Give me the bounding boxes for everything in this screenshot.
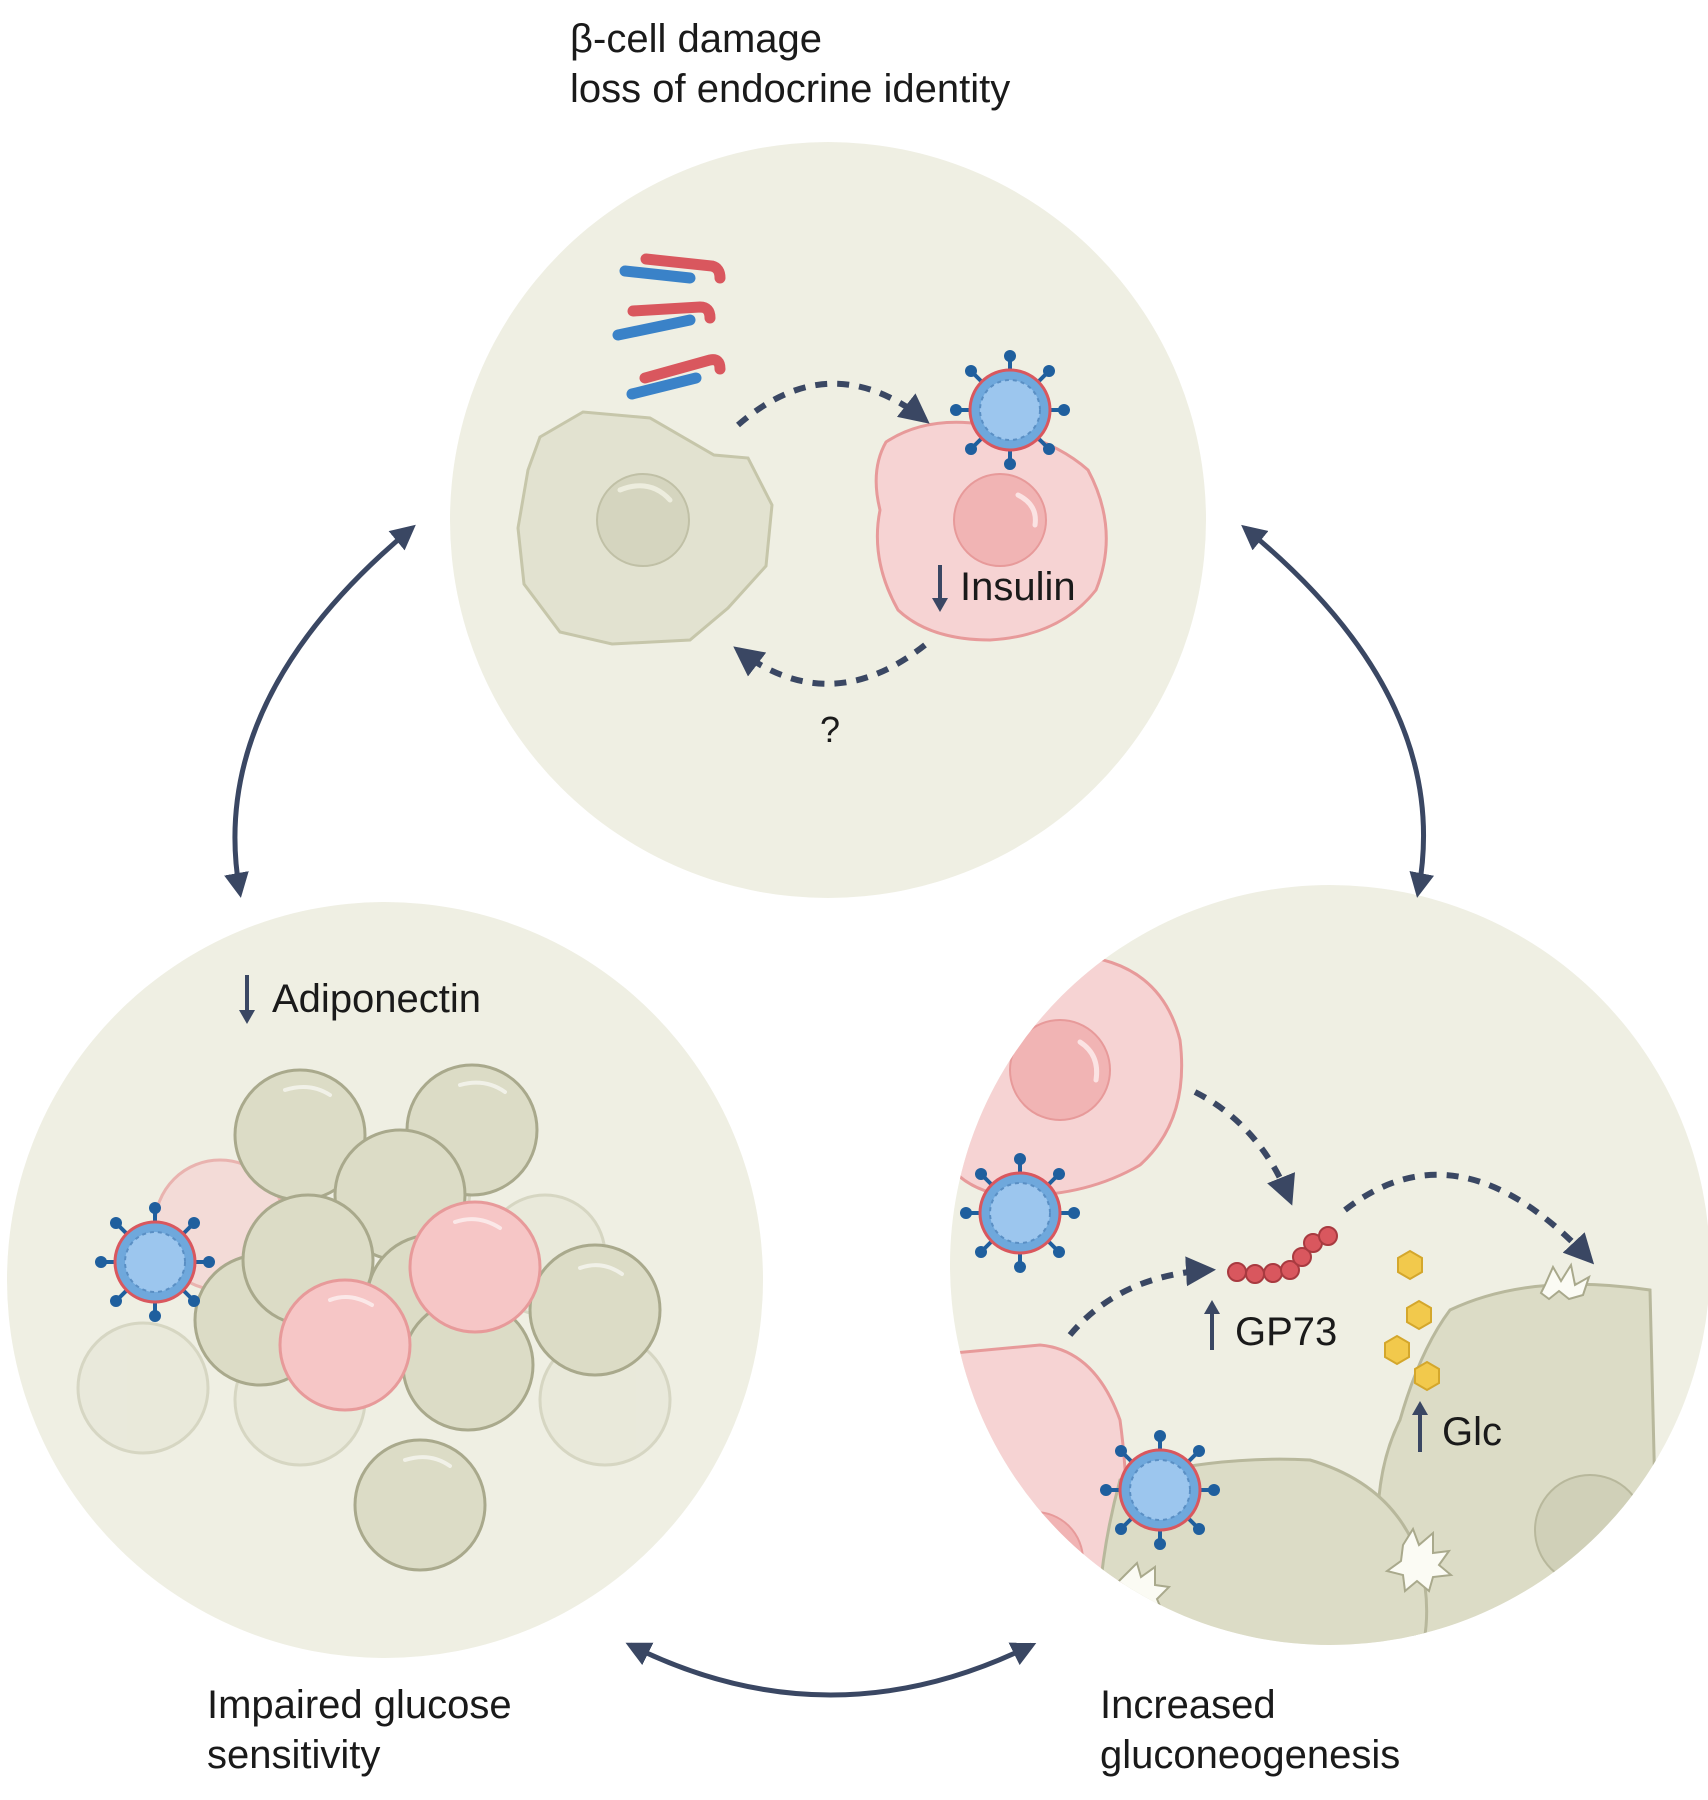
- hepatocyte-to-gp73-arrow: [1193, 1089, 1296, 1206]
- infection-arrow: [736, 380, 930, 428]
- bottom-double-arrow: [625, 1642, 1037, 1698]
- virus-icon: [1100, 1430, 1220, 1550]
- receptor-icons: [612, 253, 726, 400]
- adipocyte-cluster: [76, 1063, 672, 1572]
- left-caption-line1: Impaired glucose: [207, 1683, 512, 1727]
- gp73-protein-icon: [1227, 1226, 1338, 1284]
- right-caption-line1: Increased: [1100, 1683, 1276, 1727]
- right-caption-line2: gluconeogenesis: [1100, 1733, 1400, 1777]
- question-label: ?: [820, 709, 840, 750]
- top-caption-line1: β-cell damage: [570, 17, 822, 61]
- top-right-double-arrow: [1241, 524, 1435, 898]
- healthy-beta-cell: [516, 410, 774, 646]
- virus-icon: [95, 1202, 215, 1322]
- gp73-up-arrow: [1204, 1300, 1220, 1350]
- gp73-label: GP73: [1235, 1310, 1337, 1354]
- adiponectin-down-arrow: [239, 975, 255, 1024]
- adiponectin-label: Adiponectin: [272, 977, 481, 1021]
- insulin-label: Insulin: [960, 565, 1076, 609]
- infected-beta-cell: [874, 420, 1108, 642]
- cell-to-gp73-arrow: [1067, 1256, 1216, 1337]
- top-left-double-arrow: [224, 524, 416, 898]
- reversion-arrow: [733, 642, 927, 687]
- top-caption-line2: loss of endocrine identity: [570, 67, 1010, 111]
- glc-label: Glc: [1442, 1410, 1502, 1454]
- insulin-down-arrow: [932, 565, 948, 612]
- glucose-icon: [1384, 1249, 1440, 1392]
- infected-nucleus: [953, 473, 1047, 567]
- left-caption-line2: sensitivity: [207, 1733, 380, 1777]
- virus-icon: [960, 1153, 1080, 1273]
- glc-up-arrow: [1412, 1401, 1428, 1452]
- virus-icon: [950, 350, 1070, 470]
